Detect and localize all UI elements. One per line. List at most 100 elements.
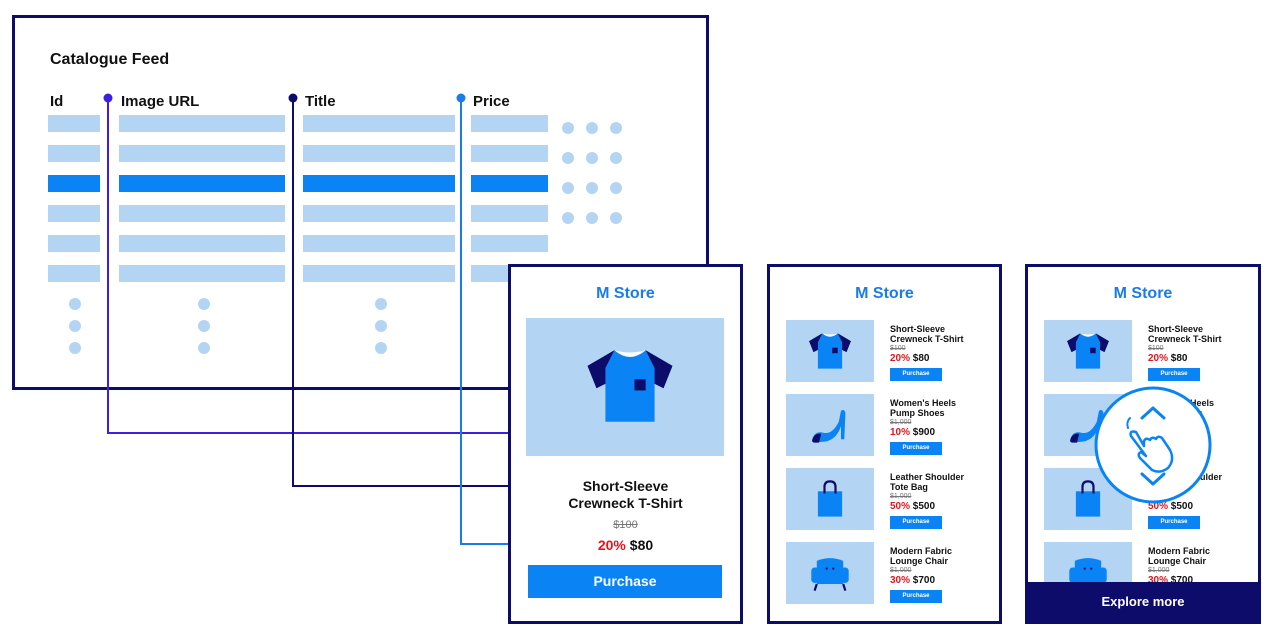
column-header-id: Id bbox=[50, 93, 64, 110]
high-heel-icon bbox=[1070, 409, 1104, 443]
more-columns-dot bbox=[586, 212, 598, 224]
product-title-line-1: Modern Fabric bbox=[1148, 546, 1211, 556]
lounge-chair-icon bbox=[1069, 558, 1107, 591]
more-columns-dot bbox=[562, 182, 574, 194]
feed-cell-image-url bbox=[119, 115, 285, 132]
catalogue-feed-panel: Catalogue Feed Id Image URL Title Price bbox=[12, 15, 709, 390]
more-columns-dot bbox=[562, 212, 574, 224]
feed-cell-title bbox=[303, 265, 455, 282]
product-price: 20% $80 bbox=[1148, 353, 1187, 364]
more-rows-dot bbox=[198, 320, 210, 332]
product-title-line-2: Pump Shoes bbox=[890, 408, 945, 418]
more-rows-dot bbox=[198, 342, 210, 354]
more-columns-dot bbox=[562, 122, 574, 134]
product-title-line-2: Crewneck T-Shirt bbox=[568, 495, 683, 511]
feed-cell-title bbox=[303, 205, 455, 222]
feed-cell-image-url bbox=[119, 205, 285, 222]
tshirt-icon bbox=[1067, 333, 1109, 369]
product-title-line-2: Tote Bag bbox=[890, 482, 928, 492]
store-name: M Store bbox=[596, 285, 655, 302]
product-current-price: $700 bbox=[912, 575, 936, 586]
product-title-line-1: Short-Sleeve bbox=[1148, 324, 1204, 334]
product-discount: 20% bbox=[890, 353, 911, 364]
more-rows-dot bbox=[69, 298, 81, 310]
product-title-line-1: Short-Sleeve bbox=[582, 478, 669, 494]
more-columns-dot bbox=[610, 212, 622, 224]
connector-line-title bbox=[292, 98, 518, 487]
product-title-line-2: Lounge Chair bbox=[890, 556, 948, 566]
lounge-chair-icon bbox=[811, 558, 849, 591]
product-price: 20% $80 bbox=[890, 353, 929, 364]
product-current-price: $500 bbox=[1170, 501, 1194, 512]
more-columns-dot bbox=[586, 122, 598, 134]
product-old-price: $1,000 bbox=[890, 567, 912, 574]
product-old-price: $100 bbox=[890, 345, 906, 352]
feed-cell-price bbox=[471, 145, 548, 162]
more-rows-dot bbox=[198, 298, 210, 310]
column-header-price: Price bbox=[473, 93, 510, 110]
chevron-up-icon bbox=[1140, 406, 1166, 420]
more-rows-dot bbox=[375, 320, 387, 332]
purchase-button[interactable]: Purchase bbox=[1148, 368, 1200, 381]
product-thumbnail bbox=[1044, 320, 1132, 382]
purchase-button[interactable]: Purchase bbox=[528, 565, 722, 598]
product-thumbnail bbox=[1044, 468, 1132, 530]
more-rows-dot bbox=[375, 342, 387, 354]
tshirt-icon bbox=[809, 333, 851, 369]
feed-title: Catalogue Feed bbox=[50, 51, 170, 68]
product-title-line-1: Women's Heels bbox=[890, 398, 956, 408]
product-title-line-2: Lounge Chair bbox=[1148, 556, 1206, 566]
purchase-button[interactable]: Purchase bbox=[890, 516, 942, 529]
product-current-price: $900 bbox=[912, 427, 936, 438]
store-name: M Store bbox=[1113, 285, 1173, 302]
product-image bbox=[526, 318, 724, 456]
more-columns-dot bbox=[562, 152, 574, 164]
product-thumbnail bbox=[786, 468, 874, 530]
product-title-line-1: Modern Fabric bbox=[890, 546, 953, 556]
purchase-button[interactable]: Purchase bbox=[890, 442, 942, 455]
feed-cell-image-url bbox=[119, 265, 285, 282]
feed-cell-title bbox=[303, 145, 455, 162]
purchase-button[interactable]: Purchase bbox=[890, 590, 942, 603]
product-current-price: $500 bbox=[912, 501, 936, 512]
connector-line-image-url bbox=[107, 98, 512, 434]
product-discount: 20% bbox=[597, 537, 626, 553]
tote-bag-icon bbox=[817, 480, 843, 517]
product-discount: 10% bbox=[890, 427, 911, 438]
feed-cell-title bbox=[303, 235, 455, 252]
feed-cell-image-url bbox=[119, 145, 285, 162]
feed-cell-price bbox=[471, 115, 548, 132]
product-old-price: $100 bbox=[613, 519, 638, 531]
feed-cell-title bbox=[303, 175, 455, 192]
product-price: 50% $500 bbox=[1148, 501, 1193, 512]
feed-cell-price bbox=[471, 205, 548, 222]
product-old-price: $1,000 bbox=[1148, 567, 1170, 574]
tshirt-icon bbox=[587, 350, 673, 422]
scroll-gesture-circle bbox=[1094, 386, 1212, 504]
product-current-price: $700 bbox=[1170, 575, 1194, 586]
feed-cell-title bbox=[303, 115, 455, 132]
more-columns-dot bbox=[586, 152, 598, 164]
product-price: 20% $80 bbox=[511, 537, 740, 553]
product-thumbnail bbox=[786, 542, 874, 604]
more-rows-dot bbox=[69, 342, 81, 354]
store-name: M Store bbox=[855, 285, 914, 302]
more-columns-dot bbox=[610, 182, 622, 194]
purchase-button[interactable]: Purchase bbox=[1148, 516, 1200, 529]
product-price: 10% $900 bbox=[890, 427, 935, 438]
feed-cell-price bbox=[471, 235, 548, 252]
explore-more-button[interactable]: Explore more bbox=[1028, 582, 1258, 621]
more-rows-dot bbox=[69, 320, 81, 332]
feed-cell-image-url bbox=[119, 175, 285, 192]
product-price: 50% $500 bbox=[890, 501, 935, 512]
purchase-button[interactable]: Purchase bbox=[890, 368, 942, 381]
feed-cell-id bbox=[48, 115, 100, 132]
feed-cell-id bbox=[48, 205, 100, 222]
